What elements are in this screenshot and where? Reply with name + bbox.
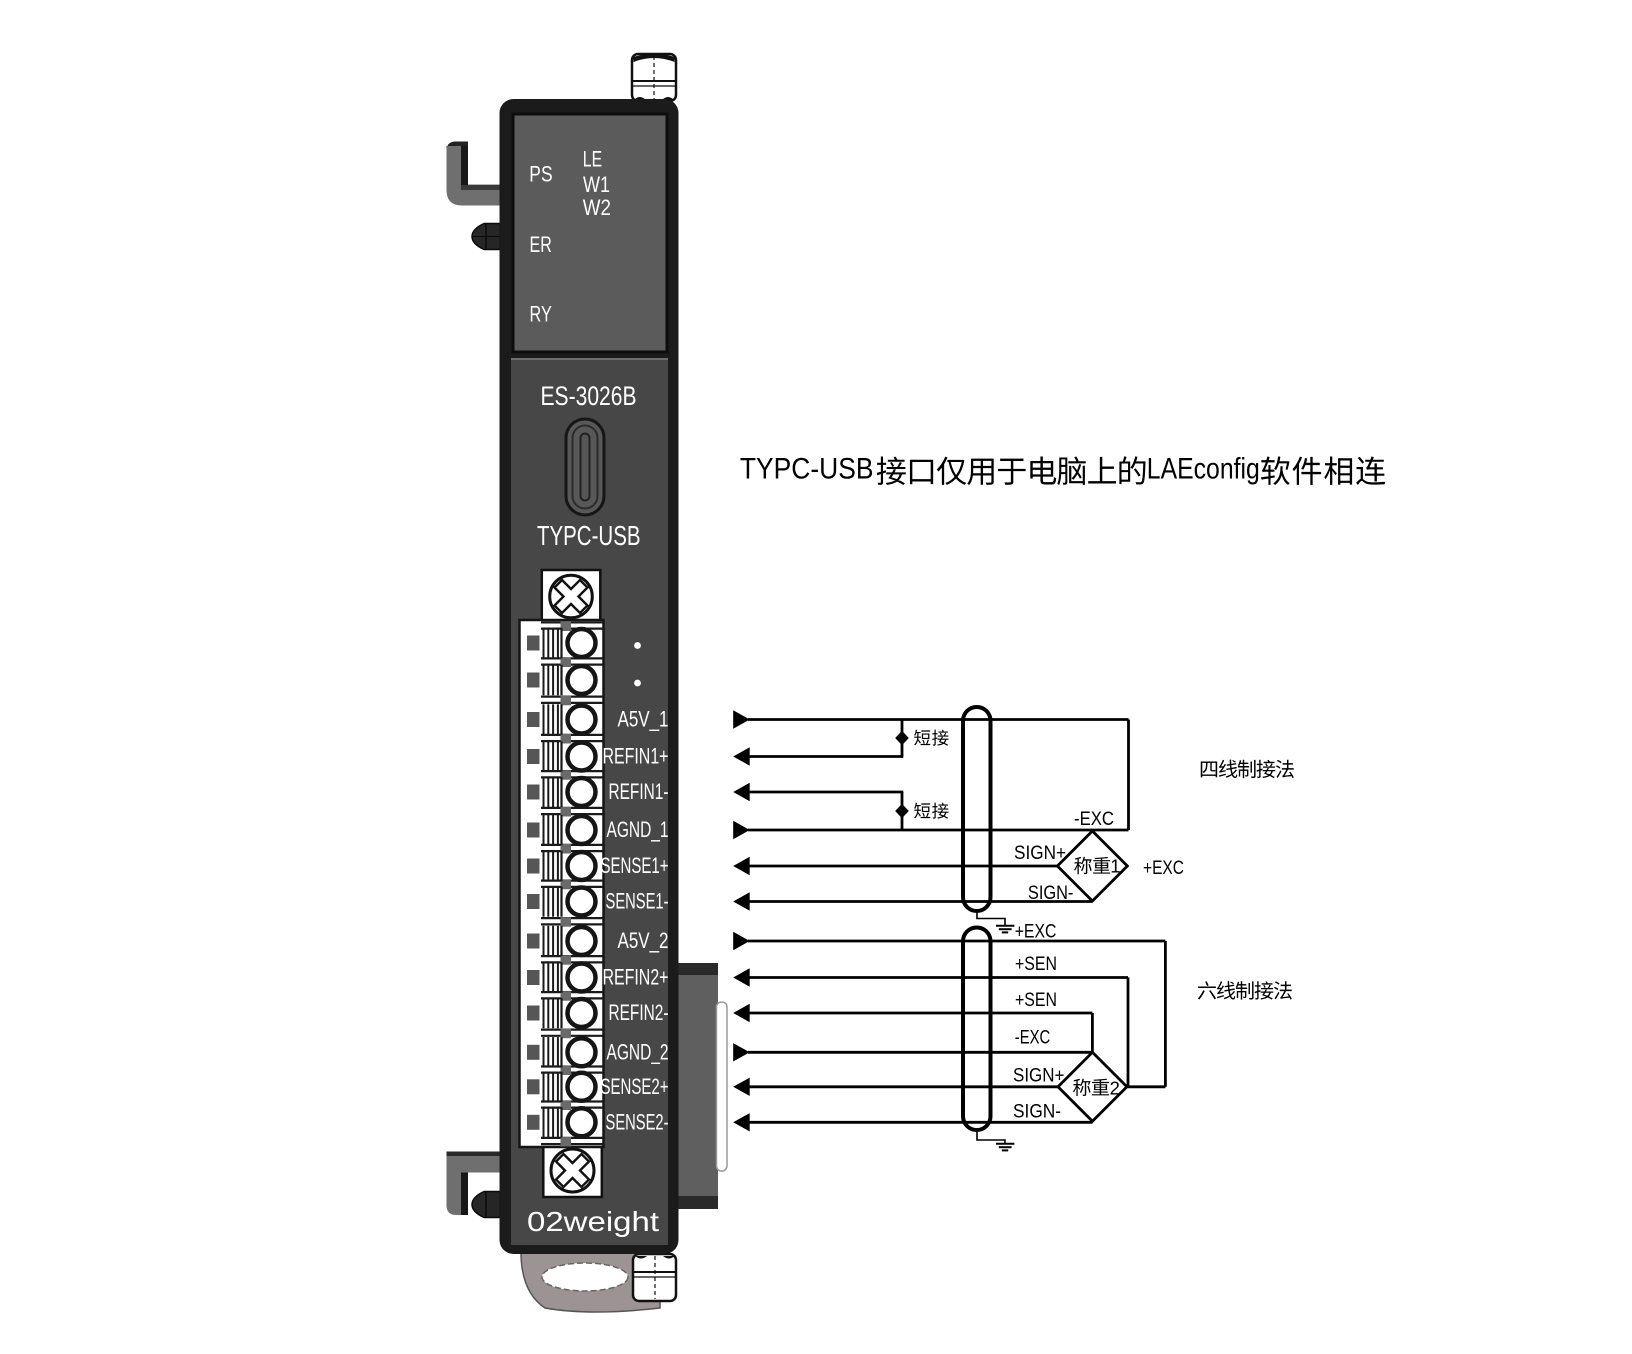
svg-text:1: 1 xyxy=(1110,856,1120,877)
svg-text:-EXC: -EXC xyxy=(1015,1027,1050,1048)
svg-text:SENSE1+: SENSE1+ xyxy=(601,853,669,878)
svg-text:TYPC-USB: TYPC-USB xyxy=(537,520,641,551)
svg-text:ES-3026B: ES-3026B xyxy=(541,381,637,411)
svg-text:SENSE2-: SENSE2- xyxy=(606,1110,669,1135)
svg-text:A5V_2: A5V_2 xyxy=(618,928,669,953)
svg-text:TYPC-USB: TYPC-USB xyxy=(740,453,874,486)
svg-text:AGND_1: AGND_1 xyxy=(607,817,669,842)
svg-text:SIGN+: SIGN+ xyxy=(1014,843,1066,864)
svg-text:+SEN: +SEN xyxy=(1015,954,1057,975)
svg-text:SIGN+: SIGN+ xyxy=(1013,1066,1064,1087)
svg-text:SENSE1-: SENSE1- xyxy=(606,889,669,914)
svg-text:LAEconfig: LAEconfig xyxy=(1147,453,1260,486)
svg-text:REFIN1+: REFIN1+ xyxy=(603,744,669,769)
svg-text:+EXC: +EXC xyxy=(1143,858,1184,879)
svg-text:AGND_2: AGND_2 xyxy=(607,1040,669,1065)
svg-text:SIGN-: SIGN- xyxy=(1028,883,1074,904)
svg-text:REFIN1-: REFIN1- xyxy=(609,779,669,804)
svg-text:+EXC: +EXC xyxy=(1015,922,1057,943)
svg-text:REFIN2+: REFIN2+ xyxy=(603,965,669,990)
svg-text:02weight: 02weight xyxy=(527,1206,659,1237)
svg-text:REFIN2-: REFIN2- xyxy=(609,1000,669,1025)
svg-text:W2: W2 xyxy=(583,195,611,220)
svg-text:SIGN-: SIGN- xyxy=(1013,1101,1061,1122)
svg-text:SENSE2+: SENSE2+ xyxy=(601,1074,669,1099)
svg-text:LE: LE xyxy=(583,147,602,172)
svg-text:-EXC: -EXC xyxy=(1074,809,1114,830)
svg-text:PS: PS xyxy=(529,162,552,187)
svg-text:ER: ER xyxy=(530,232,552,257)
svg-text:+SEN: +SEN xyxy=(1015,990,1057,1011)
svg-text:A5V_1: A5V_1 xyxy=(618,707,669,732)
svg-text:2: 2 xyxy=(1110,1078,1120,1099)
svg-text:W1: W1 xyxy=(583,172,610,197)
svg-text:RY: RY xyxy=(530,302,553,327)
